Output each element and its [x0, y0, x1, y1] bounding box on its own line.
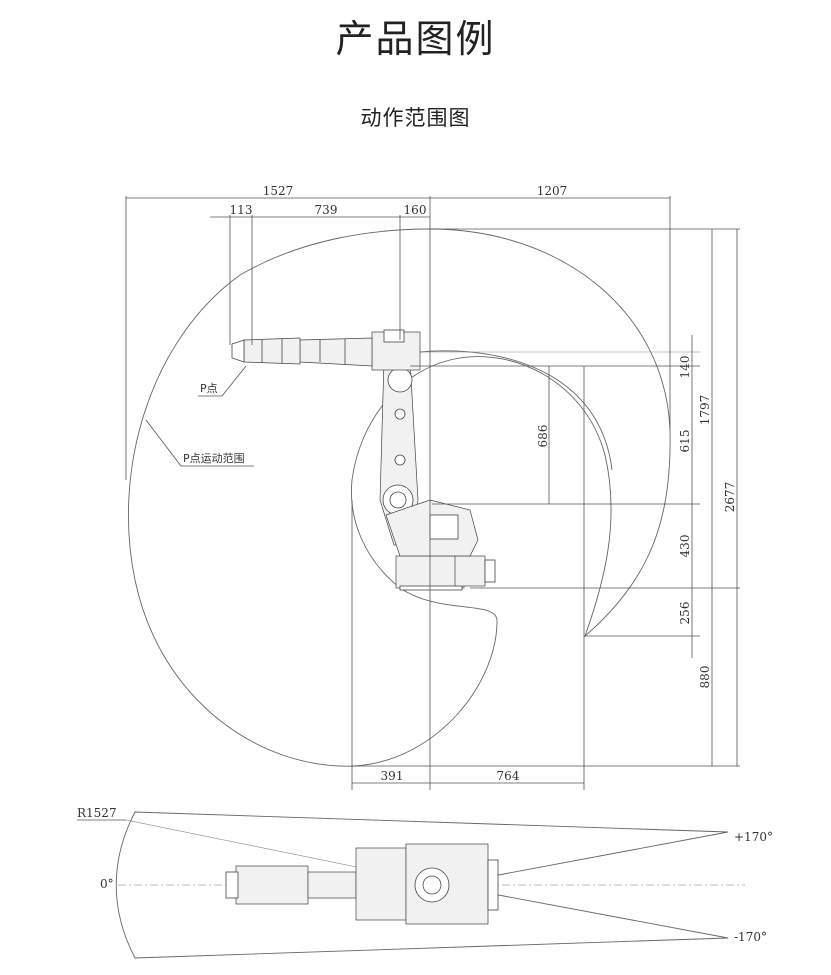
robot-arm-hole-1 — [394, 408, 406, 420]
p-range-leader — [145, 419, 182, 467]
dim-739: 739 — [315, 203, 338, 217]
top-view: R1527 0° +170° -170° — [77, 806, 773, 959]
dim-1527: 1527 — [263, 184, 294, 198]
robot-connector — [484, 559, 496, 583]
robot-top-flange — [225, 871, 239, 899]
radius-label: R1527 — [77, 806, 117, 820]
robot-base-plate — [399, 585, 463, 591]
dim-615: 615 — [678, 430, 692, 453]
p-range-label: P点运动范围 — [183, 451, 245, 465]
robot-top-wrist — [235, 865, 309, 905]
angle-minus-label: -170° — [734, 930, 767, 944]
dim-113: 113 — [230, 203, 253, 217]
robot-top-upper-arm — [355, 847, 407, 921]
p-range-envelope — [128, 228, 671, 767]
robot-shoulder-motor — [429, 514, 459, 540]
p-point-leader — [221, 365, 247, 397]
side-view: 1527 1207 113 739 160 140 686 615 1797 4… — [125, 184, 740, 790]
dim-2677: 2677 — [723, 482, 737, 513]
robot-motor-box — [454, 555, 486, 587]
robot-side — [231, 329, 496, 591]
dim-160: 160 — [404, 203, 427, 217]
inner-envelope — [419, 350, 613, 471]
robot-joint-2-inner — [389, 491, 407, 509]
robot-top-joint-inner — [422, 875, 442, 895]
dim-430: 430 — [678, 535, 692, 558]
p-point-label: P点 — [200, 382, 218, 395]
robot-top-connector — [487, 859, 499, 911]
angle-plus-label: +170° — [734, 830, 773, 844]
dim-880: 880 — [698, 666, 712, 689]
dim-140: 140 — [678, 356, 692, 379]
dim-391: 391 — [381, 769, 404, 783]
dim-1797: 1797 — [698, 395, 712, 426]
robot-arm-hole-2 — [394, 454, 406, 466]
robot-top-forearm — [307, 871, 357, 899]
dim-686: 686 — [536, 425, 550, 448]
dim-1207: 1207 — [537, 184, 568, 198]
robot-upper-arm-cap — [383, 329, 405, 343]
section-title: 动作范围图 — [360, 106, 471, 130]
robot-joint-3 — [387, 367, 413, 393]
top-view-range — [115, 811, 729, 959]
page-title: 产品图例 — [335, 17, 496, 61]
angle-zero-label: 0° — [100, 877, 114, 891]
dim-256: 256 — [678, 602, 692, 625]
robot-flange — [231, 339, 245, 363]
robot-forearm — [299, 337, 373, 367]
dim-764: 764 — [497, 769, 520, 783]
